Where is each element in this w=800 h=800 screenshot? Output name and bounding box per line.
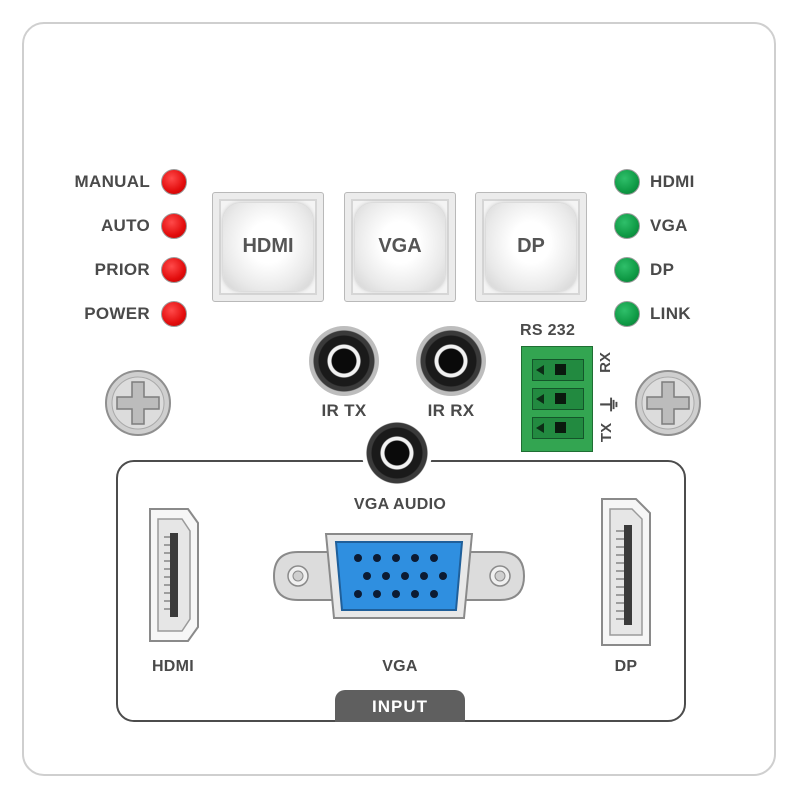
dp-select-button[interactable]: DP	[475, 192, 587, 302]
led-label-vga: VGA	[650, 216, 688, 235]
led-label-manual: MANUAL	[74, 172, 150, 191]
led-power	[161, 301, 187, 327]
led-auto	[161, 213, 187, 239]
vga-select-button[interactable]: VGA	[344, 192, 456, 302]
input-section-label: INPUT	[335, 690, 465, 722]
led-vga	[614, 213, 640, 239]
vga-audio-label: VGA AUDIO	[353, 496, 447, 513]
rs232-rx-label: RX	[596, 352, 614, 373]
dp-port-icon[interactable]	[596, 495, 656, 651]
led-prior	[161, 257, 187, 283]
dp-port-label: DP	[614, 658, 638, 675]
led-link	[614, 301, 640, 327]
vga-audio-jack[interactable]	[362, 418, 432, 488]
right-screw-icon	[635, 370, 701, 436]
led-label-hdmi: HDMI	[650, 172, 695, 191]
ir-rx-label: IR RX	[427, 401, 475, 420]
hdmi-port-icon[interactable]	[144, 505, 202, 645]
led-dp	[614, 257, 640, 283]
left-screw-icon	[105, 370, 171, 436]
rs232-terminal-block[interactable]	[521, 346, 593, 452]
rs232-tx-label: TX	[598, 422, 616, 443]
ir-tx-jack[interactable]	[309, 326, 379, 396]
ir-tx-label: IR TX	[321, 401, 367, 420]
hdmi-port-label: HDMI	[151, 658, 195, 675]
led-label-prior: PRIOR	[94, 260, 150, 279]
led-label-link: LINK	[650, 304, 691, 323]
vga-button-label: VGA	[378, 235, 422, 257]
vga-port-icon[interactable]	[264, 530, 534, 622]
rs232-title: RS 232	[520, 322, 576, 339]
led-manual	[161, 169, 187, 195]
led-label-power: POWER	[84, 304, 150, 323]
hdmi-select-button[interactable]: HDMI	[212, 192, 324, 302]
dp-button-label: DP	[517, 235, 545, 257]
ir-rx-jack[interactable]	[416, 326, 486, 396]
led-hdmi	[614, 169, 640, 195]
vga-port-label: VGA	[382, 658, 418, 675]
hdmi-button-label: HDMI	[242, 235, 294, 257]
led-label-dp: DP	[650, 260, 675, 279]
rs232-ground-icon: ⏚	[599, 394, 622, 415]
led-label-auto: AUTO	[100, 216, 150, 235]
